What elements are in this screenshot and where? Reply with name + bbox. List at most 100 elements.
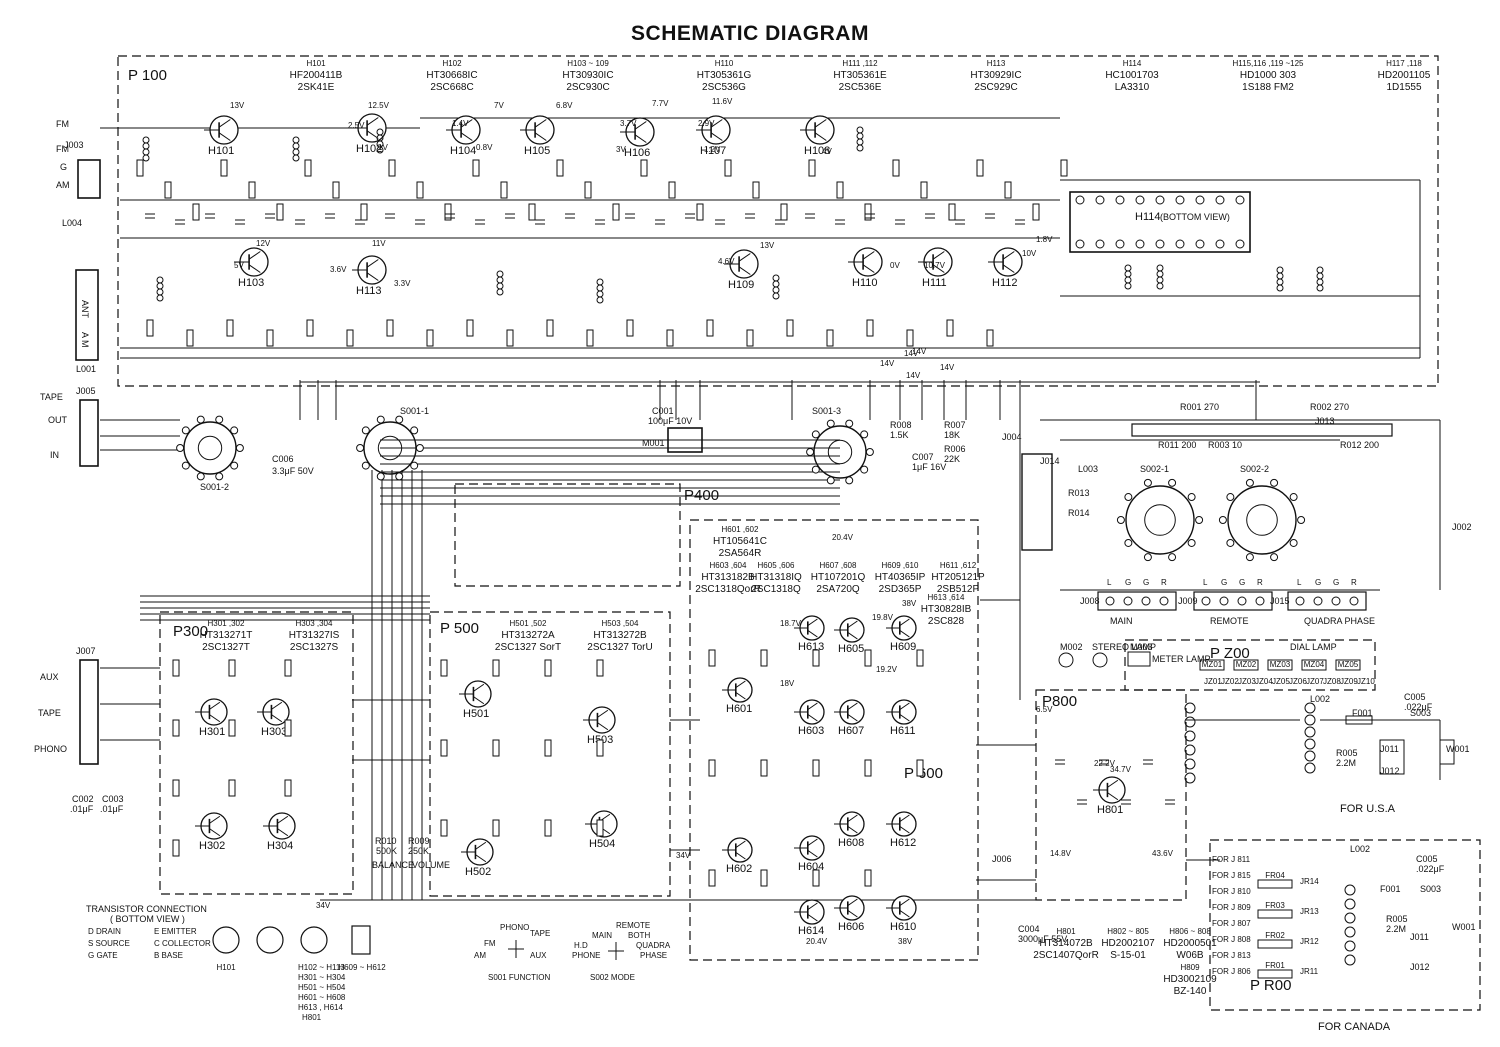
mode-item: PHONE — [572, 951, 600, 960]
transistor-h110-label: H110 — [852, 277, 877, 289]
s001-3-deck-contact — [845, 419, 854, 428]
s002-2-deck-contact — [1270, 553, 1279, 562]
label-r012: R012 200 — [1340, 440, 1379, 450]
voltage-label: 7.7V — [652, 99, 669, 108]
s001-3-deck-ring — [813, 425, 867, 479]
transistor-connection-legend: TRANSISTOR CONNECTION ( BOTTOM VIEW ) D … — [86, 904, 386, 1022]
wire — [899, 618, 910, 627]
wire — [218, 132, 231, 141]
transistor-h501: H501 — [459, 680, 492, 720]
board-p100-label: P 100 — [128, 67, 167, 84]
legend-icon-label: H801 — [302, 1013, 322, 1022]
label-c001: C001 — [652, 406, 674, 416]
wire — [899, 713, 910, 722]
resistor — [708, 869, 716, 887]
fuse-f001 — [1345, 715, 1373, 725]
label-c007: C007 — [912, 452, 934, 462]
s001-1-deck-contact — [361, 426, 370, 435]
coil-turn — [156, 282, 164, 290]
coil-turn — [292, 136, 300, 144]
speaker-terminal-block — [1097, 591, 1177, 611]
transformer-secondary — [1184, 730, 1196, 742]
resistor — [306, 319, 314, 337]
resistor — [146, 319, 154, 337]
voltage-label: 1.2V — [704, 145, 721, 154]
label-c006: C006 — [272, 454, 294, 464]
jr-label: JR14 — [1300, 877, 1319, 886]
terminal-screw — [1141, 596, 1151, 606]
conn-l004: L004 — [62, 218, 82, 228]
misc-label: 19.8V — [872, 613, 894, 622]
label-r006: R006 — [944, 444, 966, 454]
terminal-screw — [1237, 596, 1247, 606]
wire — [534, 132, 547, 141]
legend-pinout-rect — [351, 925, 371, 955]
resistor — [172, 719, 180, 737]
conn-ant: ANT — [80, 300, 90, 319]
coil — [772, 274, 780, 300]
wire — [899, 702, 910, 711]
coil-turn — [772, 280, 780, 288]
s003-canada-label: S003 — [1420, 884, 1441, 894]
header-ref: H609 ,610 — [882, 561, 919, 570]
resistor — [812, 649, 820, 667]
footer-ref: H801 — [1056, 927, 1076, 936]
legend-pinout-circle — [300, 926, 328, 954]
resistor — [228, 779, 236, 797]
s002-2-deck-contact — [1226, 493, 1235, 502]
voltage-label: 10.7V — [924, 261, 946, 270]
meter-lamp — [1127, 651, 1151, 667]
s001-2-deck-contact — [230, 461, 239, 470]
resistor — [812, 759, 820, 777]
wire — [366, 117, 379, 126]
terminal-screw — [1295, 596, 1305, 606]
coil — [142, 136, 150, 162]
misc-label: 22.2V — [1094, 759, 1116, 768]
label-r005v: 2.2M — [1336, 758, 1356, 768]
s001-2-deck-contact — [235, 444, 244, 452]
resistor — [596, 659, 604, 677]
lamp-body — [1199, 659, 1225, 671]
coil-turn — [1316, 278, 1324, 286]
label-c001v: 100μF 10V — [648, 416, 692, 426]
f001-canada-label: F001 — [1380, 884, 1401, 894]
footer-sub: S-15-01 — [1110, 950, 1146, 961]
label-r010v: 500K — [376, 846, 397, 856]
wire — [899, 825, 910, 834]
label-r001: R001 270 — [1180, 402, 1219, 412]
resistor — [948, 203, 956, 221]
label-for-canada: FOR CANADA — [1318, 1021, 1391, 1033]
terminal-screw — [1349, 596, 1359, 606]
board-pz00-outline — [1124, 639, 1376, 691]
terminal-screw — [1201, 596, 1211, 606]
resistor — [276, 203, 284, 221]
ic-pin — [1155, 195, 1165, 205]
wire — [847, 620, 858, 629]
s002-1-deck-contact — [1195, 516, 1204, 524]
header-sub: LA3310 — [1115, 82, 1150, 93]
s002-1-deck-contact — [1168, 478, 1177, 487]
voltage-label: 3.3V — [394, 279, 411, 288]
header-part: HT30668IC — [426, 70, 477, 81]
label-stereo-lamp: STEREO LAMP — [1092, 642, 1156, 652]
for-jack-label: FOR J 811 — [1212, 855, 1251, 864]
conn-j013: J013 — [1315, 416, 1335, 426]
resistor — [440, 819, 448, 837]
coil-turn — [156, 288, 164, 296]
transformer-secondary — [1184, 744, 1196, 756]
resistor — [864, 649, 872, 667]
for-jack-label: FOR J 810 — [1212, 887, 1251, 896]
label-remote: REMOTE — [1210, 616, 1249, 626]
wire — [248, 251, 261, 260]
resistor — [248, 181, 256, 199]
label-c004v: 3000μF 55V — [1018, 934, 1067, 944]
supply-label: 14V — [906, 371, 921, 380]
jack-j014 — [1021, 453, 1053, 551]
coil-turn — [142, 142, 150, 150]
s002-2-deck-hub — [1246, 504, 1278, 536]
wire — [807, 629, 818, 638]
s001-1-deck-contact — [356, 444, 365, 452]
terminal-label: R — [1257, 578, 1263, 587]
